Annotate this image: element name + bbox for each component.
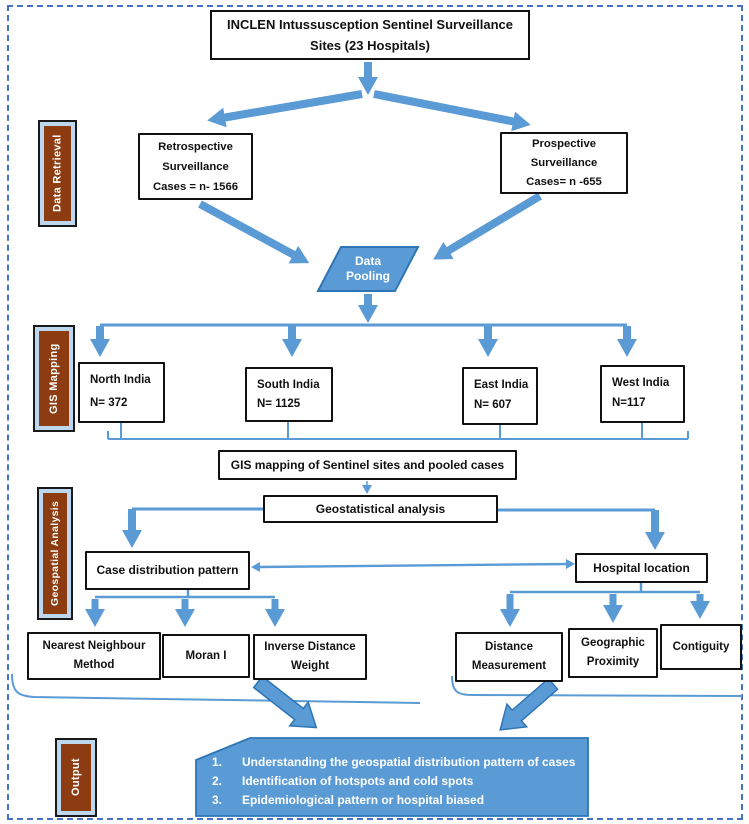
region-count: N= 1125	[257, 398, 301, 410]
region-name: East India	[474, 379, 529, 391]
output-item-text: Identification of hotspots and cold spot…	[242, 774, 474, 788]
output-item-number: 3.	[212, 793, 223, 807]
method-box-nearest-neighbour: Nearest Neighbour Method	[27, 632, 161, 680]
method-line2: Measurement	[471, 660, 547, 672]
arrow-case-hospital-bidirectional	[251, 559, 575, 572]
output-item: 3. Epidemiological pattern or hospital b…	[212, 791, 580, 810]
retrospective-line2: Surveillance	[162, 160, 229, 173]
method-line1: Distance	[485, 641, 533, 653]
region-collector	[107, 421, 689, 440]
data-pooling-label: Data Pooling	[318, 247, 418, 291]
region-count: N=117	[612, 397, 646, 409]
method-box-geographic-proximity: Geographic Proximity	[568, 628, 658, 678]
output-item: 1. Understanding the geospatial distribu…	[212, 753, 580, 772]
prospective-line2: Surveillance	[530, 156, 598, 169]
method-line2: Proximity	[586, 656, 640, 668]
pooling-line1: Data	[354, 254, 381, 268]
stage-panel-data-retrieval: Data Retrieval	[38, 120, 77, 227]
stage-label-data-retrieval: Data Retrieval	[44, 126, 71, 221]
stage-panel-output: Output	[55, 738, 97, 817]
arrow-split-to-prospective	[373, 90, 531, 132]
stage-label-output: Output	[61, 744, 91, 811]
gis-mapping-text: GIS mapping of Sentinel sites and pooled…	[230, 457, 505, 472]
region-name: North India	[90, 374, 151, 386]
location-methods-connector	[510, 583, 700, 594]
output-item: 2. Identification of hotspots and cold s…	[212, 772, 580, 791]
output-item-text: Epidemiological pattern or hospital bias…	[242, 793, 485, 807]
retrospective-line1: Retrospective	[158, 140, 233, 153]
arrow-split-to-retrospective	[207, 90, 363, 128]
prospective-line1: Prospective	[531, 137, 597, 150]
stage-panel-gis-mapping: GIS Mapping	[33, 325, 75, 432]
region-box-east-india: East India N= 607	[462, 367, 538, 425]
method-line2: Weight	[290, 660, 330, 672]
case-distribution-text: Case distribution pattern	[96, 563, 239, 577]
title-box: INCLEN Intussusception Sentinel Surveill…	[210, 10, 530, 60]
stage-label-gis-mapping: GIS Mapping	[39, 331, 69, 426]
retrospective-line3: Cases = n- 1566	[152, 180, 239, 193]
region-name: South India	[257, 379, 320, 391]
stage-label-geospatial-analysis: Geospatial Analysis	[43, 493, 67, 614]
method-box-inverse-distance-weight: Inverse Distance Weight	[253, 634, 367, 680]
method-line1: Geographic	[581, 637, 645, 649]
output-item-number: 1.	[212, 755, 223, 769]
title-line1: INCLEN Intussusception Sentinel Surveill…	[226, 17, 514, 32]
region-box-west-india: West India N=117	[600, 365, 685, 423]
region-count: N= 607	[474, 399, 512, 411]
retrospective-surveillance-box: Retrospective Surveillance Cases = n- 15…	[138, 133, 253, 200]
arrow-retro-to-pooling	[198, 200, 310, 264]
method-line1: Moran I	[185, 649, 227, 662]
prospective-line3: Cases= n -655	[526, 175, 602, 188]
method-line1: Nearest Neighbour	[42, 640, 146, 652]
region-name: West India	[612, 377, 670, 389]
method-line1: Inverse Distance	[264, 641, 356, 653]
case-methods-connector	[95, 590, 275, 599]
prospective-surveillance-box: Prospective Surveillance Cases= n -655	[500, 132, 628, 194]
arrow-pros-to-pooling	[433, 192, 543, 260]
hospital-location-text: Hospital location	[593, 560, 690, 575]
geostatistical-analysis-text: Geostatistical analysis	[315, 501, 446, 516]
title-line2: Sites (23 Hospitals)	[310, 38, 430, 53]
region-box-north-india: North India N= 372	[78, 362, 165, 423]
output-item-text: Understanding the geospatial distributio…	[242, 755, 576, 769]
geostatistical-analysis-box: Geostatistical analysis	[263, 495, 498, 523]
method-line2: Method	[73, 659, 115, 671]
case-distribution-pattern-box: Case distribution pattern	[85, 551, 250, 590]
method-box-contiguity: Contiguity	[660, 624, 742, 670]
method-line1: Contiguity	[672, 640, 730, 653]
stage-panel-geospatial-analysis: Geospatial Analysis	[37, 487, 73, 620]
region-count: N= 372	[90, 397, 128, 409]
block-arrow-right-to-output	[499, 677, 559, 731]
method-box-distance-measurement: Distance Measurement	[455, 632, 563, 682]
method-box-moran-i: Moran I	[162, 634, 250, 678]
gis-mapping-box: GIS mapping of Sentinel sites and pooled…	[218, 450, 517, 480]
output-list: 1. Understanding the geospatial distribu…	[212, 753, 580, 810]
output-item-number: 2.	[212, 774, 223, 788]
region-box-south-india: South India N= 1125	[245, 367, 333, 422]
block-arrow-left-to-output	[252, 675, 318, 729]
pooling-line2: Pooling	[346, 269, 390, 283]
hospital-location-box: Hospital location	[575, 553, 708, 583]
